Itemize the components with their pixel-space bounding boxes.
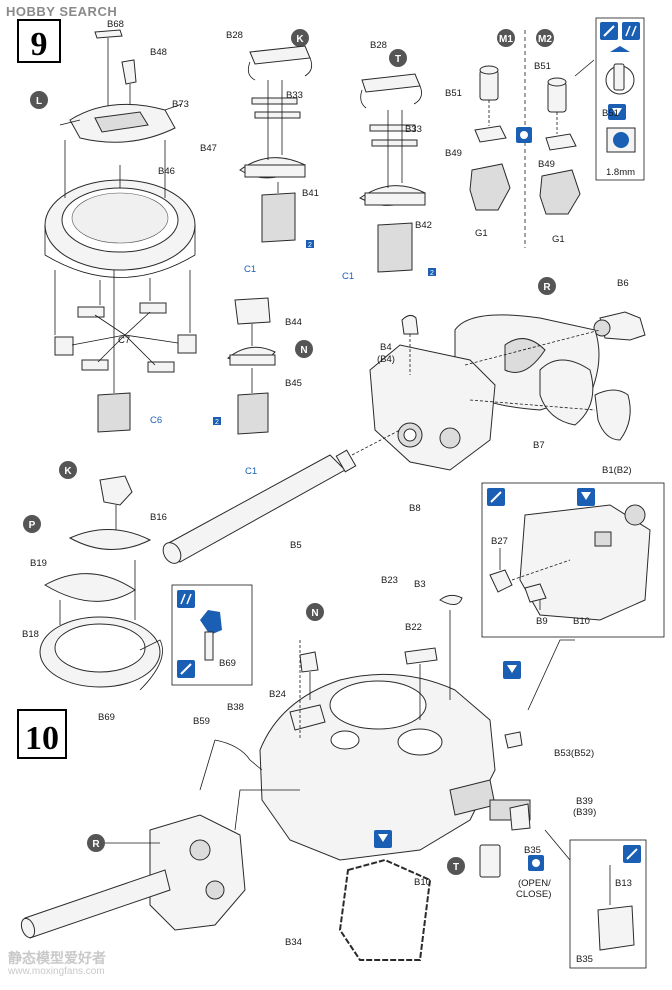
label-B44: B44 — [285, 317, 302, 328]
label-B49-a: B49 — [445, 148, 462, 159]
callout-M2: M2 — [538, 34, 552, 45]
callout-R-b: R — [92, 839, 100, 850]
label-B13: B13 — [615, 878, 632, 889]
label-B3: B3 — [414, 579, 426, 590]
callout-R: R — [543, 282, 551, 293]
label-B53-B52: B53(B52) — [554, 748, 594, 759]
label-B49-b: B49 — [538, 159, 555, 170]
step-10-box: 10 — [17, 709, 67, 759]
callout-T: T — [395, 54, 401, 65]
watermark-brand: HOBBY SEARCH — [6, 4, 118, 19]
label-G1-b: G1 — [552, 234, 565, 245]
label-B22: B22 — [405, 622, 422, 633]
label-B35-a: B35 — [524, 845, 541, 856]
detail-box-B69 — [171, 584, 253, 686]
label-B5: B5 — [290, 540, 302, 551]
label-C1-b: C1 — [342, 271, 354, 282]
label-B51-c: B51 — [602, 108, 619, 119]
label-B69-a: B69 — [98, 712, 115, 723]
hatch-k-assembly: K — [239, 29, 314, 248]
label-B4-paren: (B4) — [377, 354, 395, 365]
gun-mantlet-assembly: R — [369, 277, 646, 471]
footer-watermark-cn: 静态模型爱好者 — [8, 950, 106, 966]
label-C1-a: C1 — [244, 264, 256, 275]
label-B42: B42 — [415, 220, 432, 231]
detail-box-drill — [574, 17, 645, 181]
footer-watermark-url: www.moxingfans.com — [8, 966, 105, 977]
detail-box-B13 — [544, 829, 647, 969]
label-B39: B39 — [576, 796, 593, 807]
label-C6: C6 — [150, 415, 162, 426]
label-B47: B47 — [200, 143, 217, 154]
label-B28-b: B28 — [370, 40, 387, 51]
label-B16: B16 — [150, 512, 167, 523]
ref-2-c: 2 — [215, 419, 219, 426]
ref-2-a: 2 — [308, 242, 312, 249]
label-B39-paren: (B39) — [573, 807, 596, 818]
label-B59: B59 — [193, 716, 210, 727]
label-B28-a: B28 — [226, 30, 243, 41]
periscope-m1: M1 — [469, 29, 515, 211]
periscope-m2: M2 — [536, 29, 581, 215]
label-B24: B24 — [269, 689, 286, 700]
callout-P: P — [29, 520, 36, 531]
label-B9: B9 — [536, 616, 548, 627]
cupola-assembly: K P — [23, 461, 163, 691]
label-B41: B41 — [302, 188, 319, 199]
gun-barrel-B5 — [162, 429, 401, 564]
label-B6: B6 — [617, 278, 629, 289]
callout-M1: M1 — [499, 34, 513, 45]
label-B27: B27 — [491, 536, 508, 547]
step-10-number: 10 — [25, 720, 59, 757]
label-B33-b: B33 — [405, 124, 422, 135]
label-G1-a: G1 — [475, 228, 488, 239]
label-B10-a: B10 — [573, 616, 590, 627]
label-C1-c: C1 — [245, 466, 257, 477]
label-B33-a: B33 — [286, 90, 303, 101]
label-B48: B48 — [150, 47, 167, 58]
callout-T-b: T — [453, 862, 459, 873]
label-B51-a: B51 — [445, 88, 462, 99]
label-B73: B73 — [172, 99, 189, 110]
turret-body-assembly: N T — [199, 594, 544, 961]
turret-ring-assembly: L — [30, 29, 197, 433]
label-B8: B8 — [409, 503, 421, 514]
label-open: (OPEN/ — [518, 878, 551, 889]
label-B23: B23 — [381, 575, 398, 586]
step-9-number: 9 — [31, 26, 48, 63]
label-B7: B7 — [533, 440, 545, 451]
label-close: CLOSE) — [516, 889, 551, 900]
label-B45: B45 — [285, 378, 302, 389]
label-B19: B19 — [30, 558, 47, 569]
label-1-8mm: 1.8mm — [606, 167, 635, 178]
mirror-symbol — [516, 127, 532, 143]
label-B18: B18 — [22, 629, 39, 640]
hobby-search-watermark: HOBBY SEARCH — [6, 4, 117, 19]
label-B4: B4 — [380, 342, 392, 353]
callout-N-b: N — [311, 608, 318, 619]
label-B46: B46 — [158, 166, 175, 177]
label-B68: B68 — [107, 19, 124, 30]
label-B35-b: B35 — [576, 954, 593, 965]
turret-mantlet-R: R — [20, 789, 300, 939]
label-B34: B34 — [285, 937, 302, 948]
label-B38: B38 — [227, 702, 244, 713]
hatch-n-assembly: N — [213, 297, 313, 435]
label-B1-B2: B1(B2) — [602, 465, 632, 476]
label-B10-b: B10 — [414, 877, 431, 888]
callout-K: K — [296, 34, 304, 45]
step-9-box: 9 — [17, 19, 61, 63]
callout-N-a: N — [300, 345, 307, 356]
ref-2-b: 2 — [430, 270, 434, 277]
label-B69-b: B69 — [219, 658, 236, 669]
label-C7: C7 — [118, 335, 130, 346]
callout-K-b: K — [64, 466, 72, 477]
detail-box-hull — [481, 482, 665, 638]
label-B51-b: B51 — [534, 61, 551, 72]
hatch-t-assembly: T — [359, 49, 436, 276]
callout-L: L — [36, 96, 42, 107]
